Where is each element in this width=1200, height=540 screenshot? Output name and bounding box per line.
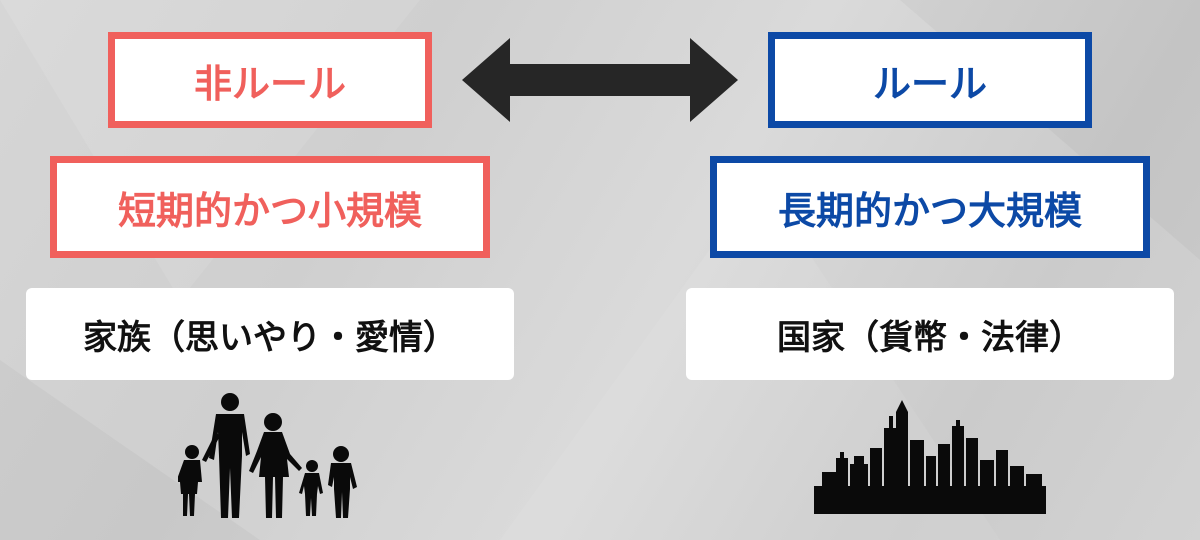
non-rule-title-box: 非ルール (108, 32, 432, 128)
non-rule-title: 非ルール (193, 61, 346, 106)
family-example-label: 家族（思いやり・愛情） (83, 317, 457, 358)
long-term-large-scale-label: 長期的かつ大規模 (777, 188, 1082, 233)
rule-title-box: ルール (768, 32, 1092, 128)
short-term-small-scale-box: 短期的かつ小規模 (50, 156, 490, 258)
double-arrow-icon (462, 38, 738, 122)
city-skyline-icon (814, 400, 1046, 514)
family-example-box: 家族（思いやり・愛情） (26, 288, 514, 380)
rule-title: ルール (872, 61, 987, 106)
family-silhouette-icon (178, 393, 357, 518)
nation-example-label: 国家（貨幣・法律） (777, 317, 1083, 358)
nation-example-box: 国家（貨幣・法律） (686, 288, 1174, 380)
long-term-large-scale-box: 長期的かつ大規模 (710, 156, 1150, 258)
short-term-small-scale-label: 短期的かつ小規模 (117, 188, 422, 233)
